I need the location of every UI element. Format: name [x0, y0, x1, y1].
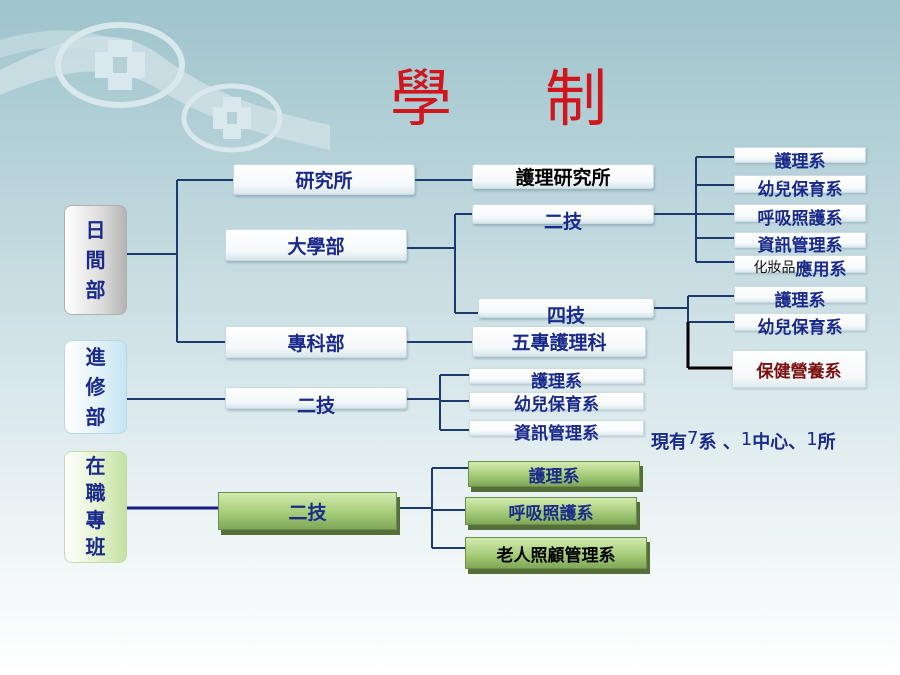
university-box: 大學部: [225, 229, 407, 261]
advanced-division-char: 進: [85, 345, 106, 369]
note-part: 1: [806, 429, 818, 450]
inservice-division-char: 專: [85, 508, 106, 532]
dept-box: 老人照顧管理系: [465, 537, 647, 569]
title-char-2: 制: [545, 62, 608, 135]
dept-box: 護理系: [734, 147, 866, 172]
dept-box: 呼吸照護系: [734, 204, 866, 229]
inservice-division-char: 班: [85, 535, 106, 559]
junior-college-box: 專科部: [225, 326, 407, 358]
note-part: 所: [817, 432, 836, 453]
dept-box: 呼吸照護系: [465, 497, 637, 525]
day-four-year-box: 四技: [478, 298, 654, 327]
note-part: 1: [740, 429, 753, 450]
inservice-division-char: 職: [85, 481, 106, 505]
dept-box: 幼兒保育系: [734, 175, 866, 200]
inservice-division-char: 在: [85, 454, 106, 478]
summary-note: 現有7系 、1中心、1所: [651, 428, 836, 454]
inservice-two-year-box: 二技: [218, 492, 397, 530]
day-two-year-box: 二技: [472, 204, 654, 233]
title-char-1: 學: [390, 62, 453, 135]
cross-logo-small-icon: [181, 83, 283, 153]
dept-cosmetics-prefix: 化妝品: [753, 260, 796, 276]
advanced-division-label: 進 修 部: [64, 340, 127, 434]
research-institute-box: 研究所: [233, 164, 415, 195]
cross-logo-icon: [55, 22, 185, 108]
note-part: 系 、: [698, 432, 741, 453]
day-division-label: 日 間 部: [64, 205, 127, 315]
page-title: 學 制: [385, 48, 645, 135]
day-division-char: 部: [85, 278, 106, 302]
note-part: 中心、: [752, 432, 807, 453]
advanced-division-char: 部: [85, 405, 106, 429]
five-year-nursing-box: 五專護理科: [472, 326, 646, 357]
dept-box: 資訊管理系: [469, 420, 644, 444]
dept-box: 幼兒保育系: [734, 313, 866, 338]
background-logo-decoration: [0, 22, 330, 153]
inservice-division-label: 在 職 專 班: [64, 451, 127, 563]
dept-box: 幼兒保育系: [469, 392, 644, 415]
dept-box: 資訊管理系: [734, 232, 866, 256]
dept-box-nutrition: 保健營養系: [732, 350, 866, 388]
nursing-institute-box: 護理研究所: [472, 164, 654, 189]
dept-box: 護理系: [734, 286, 866, 311]
advanced-two-year-box: 二技: [225, 387, 407, 417]
dept-box: 護理系: [468, 461, 640, 487]
advanced-division-char: 修: [85, 375, 106, 399]
note-part: 現有: [651, 432, 687, 453]
note-part: 7: [687, 428, 699, 449]
dept-box-cosmetics: 化妝品應用系: [734, 255, 866, 280]
dept-box: 護理系: [469, 368, 644, 392]
day-division-char: 間: [85, 248, 106, 272]
day-division-char: 日: [85, 218, 106, 242]
dept-cosmetics-suffix: 應用系: [795, 259, 847, 280]
